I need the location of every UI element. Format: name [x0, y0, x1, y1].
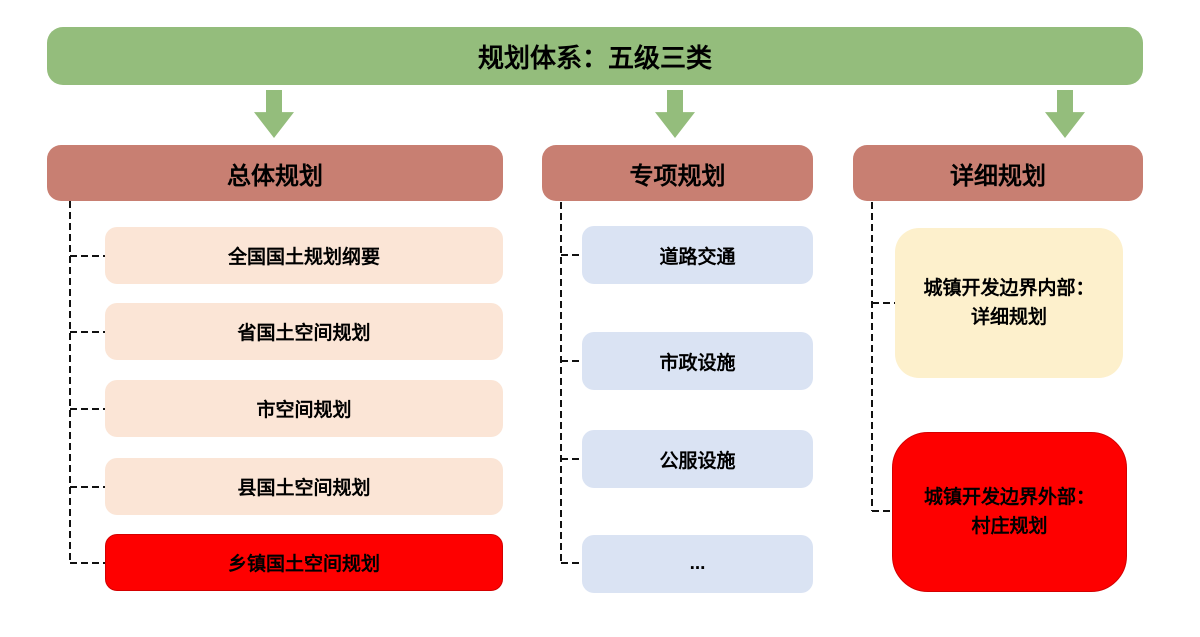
column-header-label: 详细规划 — [950, 162, 1046, 190]
node-label: 市空间规划 — [256, 400, 352, 421]
node-label: 乡镇国土空间规划 — [227, 554, 380, 575]
node-public-service-facilities: 公服设施 — [582, 430, 813, 488]
node-inside-urban-boundary-detailed-plan: 城镇开发边界内部： 详细规划 — [895, 228, 1123, 378]
column-header-overall-planning: 总体规划 — [47, 145, 503, 201]
node-national-land-plan-outline: 全国国土规划纲要 — [105, 227, 503, 284]
node-label: 道路交通 — [659, 246, 736, 268]
node-label: 省国土空间规划 — [237, 323, 371, 344]
node-outside-urban-boundary-village-plan-highlighted: 城镇开发边界外部： 村庄规划 — [892, 432, 1127, 592]
node-label: 市政设施 — [659, 352, 736, 374]
node-label: 全国国土规划纲要 — [227, 247, 380, 268]
column-header-detailed-planning: 详细规划 — [853, 145, 1143, 201]
node-municipal-facilities: 市政设施 — [582, 332, 813, 390]
column-header-label: 专项规划 — [629, 162, 726, 190]
node-city-spatial-plan: 市空间规划 — [105, 380, 503, 437]
node-label: 公服设施 — [659, 450, 736, 472]
node-label: ... — [689, 553, 706, 574]
node-label: 城镇开发边界内部： 详细规划 — [923, 277, 1095, 328]
node-label: 县国土空间规划 — [237, 478, 371, 499]
node-ellipsis-more: ... — [582, 535, 813, 593]
down-arrow-icon — [254, 90, 294, 138]
node-county-spatial-plan: 县国土空间规划 — [105, 458, 503, 515]
down-arrow-icon — [1045, 90, 1085, 138]
diagram-title: 规划体系：五级三类 — [477, 42, 712, 73]
node-label: 城镇开发边界外部： 村庄规划 — [923, 486, 1095, 537]
node-provincial-spatial-plan: 省国土空间规划 — [105, 303, 503, 360]
node-road-traffic: 道路交通 — [582, 226, 813, 284]
connector-middle-column — [560, 202, 582, 564]
down-arrow-icon — [655, 90, 695, 138]
column-header-special-planning: 专项规划 — [542, 145, 813, 201]
connector-left-column — [69, 201, 105, 564]
column-header-label: 总体规划 — [227, 162, 323, 190]
node-township-spatial-plan-highlighted: 乡镇国土空间规划 — [105, 534, 503, 591]
diagram-title-banner: 规划体系：五级三类 — [47, 27, 1143, 85]
